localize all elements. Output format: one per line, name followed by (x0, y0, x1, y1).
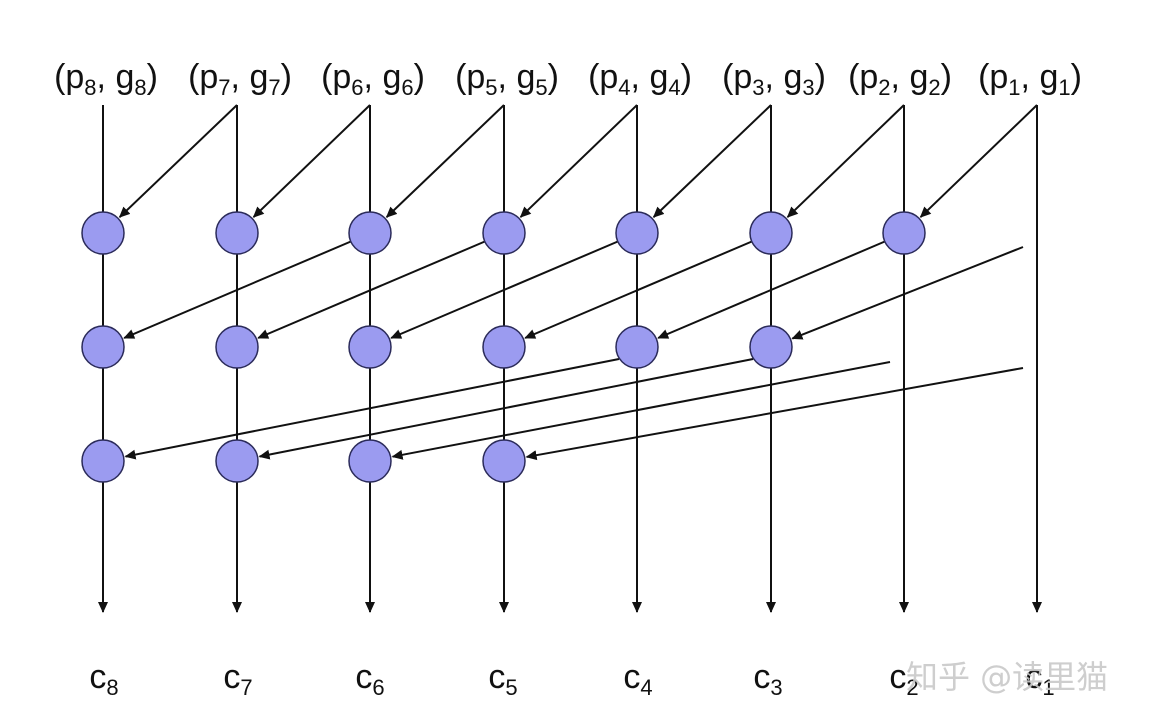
node-l2-5 (482, 325, 526, 369)
output-label-5: c5 (488, 658, 518, 700)
node-l1-8 (81, 211, 125, 255)
node-l2-7 (215, 325, 259, 369)
node-l2-3 (749, 325, 793, 369)
node-l1-7 (215, 211, 259, 255)
output-label-2: c2 (889, 658, 919, 700)
level2-diagonal-4 (657, 240, 887, 339)
node-l2-6 (348, 325, 392, 369)
level1-diagonal-3 (786, 104, 905, 218)
watermark-text: 知乎 @读里猫 (906, 658, 1109, 696)
input-label-5: (p5, g5) (455, 58, 559, 100)
output-label-1: c1 (1025, 658, 1055, 700)
output-label-3: c3 (753, 658, 783, 700)
node-l1-6 (348, 211, 392, 255)
input-label-7: (p7, g7) (188, 58, 292, 100)
level3-diagonal-8 (124, 358, 620, 460)
level1-diagonal-7 (252, 104, 371, 218)
input-label-1: (p1, g1) (978, 58, 1082, 100)
output-label-6: c6 (355, 658, 385, 700)
level1-diagonal-6 (385, 104, 505, 218)
node-l3-8 (81, 439, 125, 483)
input-label-6: (p6, g6) (321, 58, 425, 100)
level1-diagonal-4 (652, 104, 772, 218)
level2-diagonal-5 (524, 240, 754, 339)
node-l3-7 (215, 439, 259, 483)
level1-diagonal-5 (519, 104, 638, 218)
node-l2-4 (615, 325, 659, 369)
input-label-8: (p8, g8) (54, 58, 158, 100)
output-label-8: c8 (89, 658, 119, 700)
node-l3-5 (482, 439, 526, 483)
level2-diagonal-7 (257, 240, 487, 339)
node-l1-3 (749, 211, 793, 255)
level1-diagonal-8 (118, 104, 238, 218)
node-l1-2 (882, 211, 926, 255)
node-l2-8 (81, 325, 125, 369)
level3-diagonal-7 (258, 358, 754, 460)
node-l1-4 (615, 211, 659, 255)
level3-diagonal-6 (391, 361, 891, 460)
level1-diagonal-2 (919, 104, 1038, 218)
input-label-3: (p3, g3) (722, 58, 826, 100)
level2-diagonal-3 (791, 246, 1024, 340)
node-l1-5 (482, 211, 526, 255)
input-label-2: (p2, g2) (848, 58, 952, 100)
output-label-4: c4 (623, 658, 653, 700)
node-l3-6 (348, 439, 392, 483)
input-label-4: (p4, g4) (588, 58, 692, 100)
level3-diagonal-5 (525, 367, 1024, 461)
output-label-7: c7 (223, 658, 253, 700)
level2-diagonal-6 (390, 240, 620, 339)
level2-diagonal-8 (123, 240, 353, 339)
